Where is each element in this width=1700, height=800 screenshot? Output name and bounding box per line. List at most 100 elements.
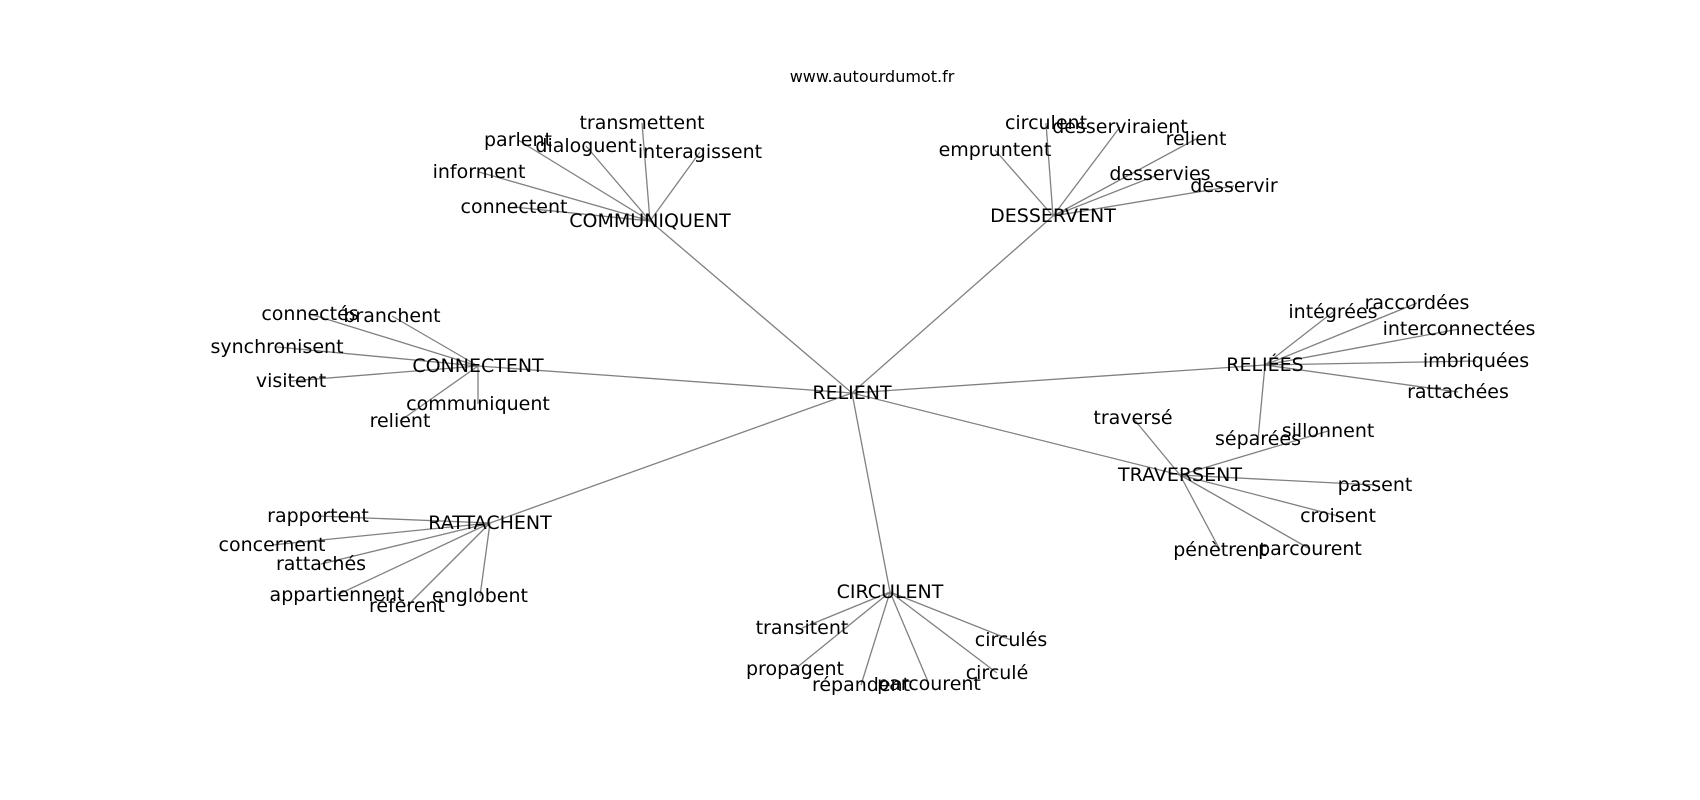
center-word[interactable]: RELIENT: [812, 382, 892, 404]
edge-hub-to-word: [1132, 417, 1181, 476]
edge-hub-to-word: [479, 522, 491, 597]
edge-hub-to-word: [271, 522, 491, 546]
edge-hub-to-word: [513, 206, 651, 222]
related-word[interactable]: desserviraient: [1052, 116, 1188, 138]
related-word[interactable]: croisent: [1300, 505, 1376, 527]
hub-word[interactable]: DESSERVENT: [990, 205, 1116, 227]
hub-word[interactable]: CONNECTENT: [412, 355, 544, 377]
edge-hub-to-word: [320, 522, 491, 565]
related-word[interactable]: sillonnent: [1282, 420, 1375, 442]
related-word[interactable]: imbriquées: [1423, 350, 1529, 372]
hub-word[interactable]: RATTACHENT: [428, 512, 552, 534]
edge-hub-to-word: [994, 149, 1054, 217]
edge-hub-to-word: [309, 313, 479, 367]
related-word[interactable]: relient: [370, 410, 431, 432]
related-word[interactable]: circulent: [1005, 112, 1087, 134]
edge-hub-to-word: [1257, 364, 1266, 440]
related-word[interactable]: desservies: [1109, 163, 1210, 185]
edge-center-to-hub: [851, 215, 1054, 394]
related-word[interactable]: rattachés: [276, 553, 366, 575]
related-word[interactable]: passent: [1338, 474, 1413, 496]
edge-center-to-hub: [477, 365, 853, 394]
related-word[interactable]: circulé: [966, 662, 1029, 684]
related-word[interactable]: empruntent: [939, 139, 1052, 161]
related-word[interactable]: desservir: [1190, 175, 1278, 197]
related-word[interactable]: rapportent: [267, 505, 369, 527]
hub-word[interactable]: COMMUNIQUENT: [569, 210, 731, 232]
edge-hub-to-word: [1264, 328, 1460, 366]
related-word[interactable]: connectent: [461, 196, 568, 218]
edge-hub-to-word: [406, 522, 491, 607]
edge-hub-to-word: [1264, 364, 1459, 393]
related-word[interactable]: connectés: [261, 303, 358, 325]
edge-hub-to-word: [649, 151, 701, 222]
related-word[interactable]: séparées: [1215, 428, 1301, 450]
related-word[interactable]: intégrées: [1288, 301, 1377, 323]
related-word[interactable]: concernent: [219, 534, 326, 556]
related-word[interactable]: pénètrent: [1173, 539, 1267, 561]
graph-labels: RELIENT COMMUNIQUENT transmettent parlentdi…: [210, 112, 1535, 696]
edge-center-to-hub: [851, 392, 891, 593]
related-word[interactable]: branchent: [343, 305, 440, 327]
related-word[interactable]: visitent: [256, 370, 326, 392]
edge-hub-to-word: [317, 515, 491, 524]
site-label: www.autourdumot.fr: [790, 67, 955, 86]
related-word[interactable]: interagissent: [638, 141, 762, 163]
edge-hub-to-word: [276, 346, 479, 367]
related-word[interactable]: transmettent: [579, 112, 704, 134]
hub-word[interactable]: RELIÉES: [1226, 353, 1303, 376]
edge-hub-to-word: [585, 145, 651, 222]
edge-hub-to-word: [290, 365, 479, 382]
edge-center-to-hub: [851, 392, 1181, 476]
related-word[interactable]: rattachées: [1407, 381, 1509, 403]
edge-hub-to-word: [1179, 474, 1376, 486]
related-word[interactable]: parcourent: [877, 673, 981, 695]
hub-word[interactable]: TRAVERSENT: [1117, 464, 1242, 486]
graph-edges: [271, 122, 1477, 686]
edge-hub-to-word: [1179, 474, 1339, 517]
related-word[interactable]: interconnectées: [1383, 318, 1536, 340]
related-word[interactable]: raccordées: [1365, 292, 1470, 314]
edge-hub-to-word: [1264, 311, 1334, 366]
related-word[interactable]: répandent: [812, 674, 910, 696]
related-word[interactable]: appartiennent: [270, 584, 405, 606]
related-word[interactable]: informent: [433, 161, 526, 183]
related-word[interactable]: propagent: [746, 658, 844, 680]
edge-hub-to-word: [794, 591, 891, 670]
edge-hub-to-word: [860, 591, 891, 686]
related-word[interactable]: circulés: [975, 629, 1047, 651]
edge-hub-to-word: [1264, 360, 1477, 366]
edge-hub-to-word: [1179, 430, 1329, 476]
related-word[interactable]: synchronisent: [210, 336, 343, 358]
edge-center-to-hub: [649, 220, 853, 394]
edge-hub-to-word: [1052, 185, 1235, 217]
related-word[interactable]: communiquent: [406, 393, 550, 415]
related-word[interactable]: transitent: [756, 617, 849, 639]
edge-hub-to-word: [1052, 138, 1197, 217]
edge-hub-to-word: [889, 591, 998, 674]
related-word[interactable]: parcourent: [1258, 538, 1362, 560]
edge-hub-to-word: [1264, 302, 1418, 366]
hub-word[interactable]: CIRCULENT: [837, 581, 944, 603]
edge-hub-to-word: [1052, 173, 1161, 217]
edge-hub-to-word: [336, 522, 491, 596]
edge-hub-to-word: [1179, 474, 1311, 550]
edge-hub-to-word: [517, 139, 651, 222]
related-word[interactable]: relient: [1166, 128, 1227, 150]
related-word[interactable]: parlent: [484, 129, 552, 151]
edge-hub-to-word: [889, 591, 930, 685]
edge-hub-to-word: [801, 591, 891, 629]
edge-center-to-hub: [489, 392, 853, 524]
edge-hub-to-word: [1052, 126, 1121, 217]
related-word[interactable]: englobent: [432, 585, 528, 607]
related-word[interactable]: traversé: [1093, 407, 1172, 429]
edge-hub-to-word: [1045, 122, 1054, 217]
edge-hub-to-word: [889, 591, 1012, 641]
related-word[interactable]: réfèrent: [369, 595, 445, 617]
related-word[interactable]: dialoguent: [535, 135, 636, 157]
edge-hub-to-word: [641, 122, 651, 222]
edge-hub-to-word: [399, 365, 479, 422]
edge-center-to-hub: [851, 364, 1266, 394]
edge-hub-to-word: [478, 171, 651, 222]
